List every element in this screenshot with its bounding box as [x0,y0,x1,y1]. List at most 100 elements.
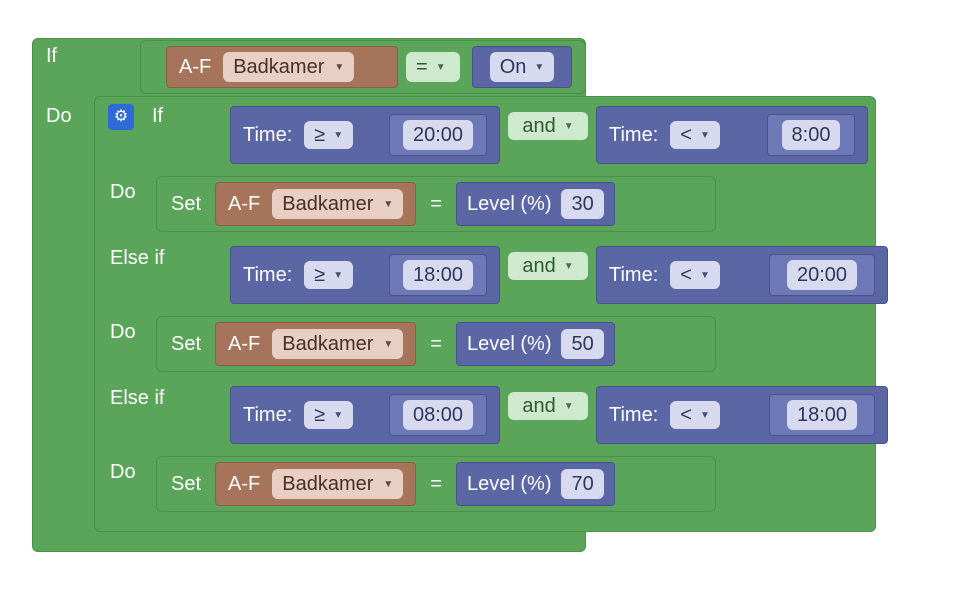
compare-operator-dropdown[interactable]: ≥ ▼ [304,401,354,429]
else-if-label: Else if [110,387,165,409]
dropdown-arrow-icon: ▼ [699,129,710,141]
compare-operator: < [680,123,692,146]
time-compare-left-0[interactable]: Time: ≥ ▼ 20:00 [230,106,500,164]
time-compare-right-1[interactable]: Time: < ▼ 20:00 [596,246,888,304]
compare-operator-dropdown[interactable]: ≥ ▼ [304,261,354,289]
level-value: 70 [571,472,594,495]
state-block[interactable]: On ▼ [472,46,572,88]
level-value: 50 [571,332,594,355]
time-value-block[interactable]: 8:00 [767,114,855,156]
dropdown-arrow-icon: ▼ [563,400,574,412]
time-value-field[interactable]: 20:00 [402,120,474,150]
time-compare-right-0[interactable]: Time: < ▼ 8:00 [596,106,868,164]
time-value-block[interactable]: 20:00 [769,254,875,296]
logic-join: and [522,394,556,417]
time-value-block[interactable]: 08:00 [389,394,487,436]
level-value-field[interactable]: 70 [561,469,604,499]
device-name: Badkamer [233,55,325,78]
dropdown-arrow-icon: ▼ [333,269,344,281]
compare-operator-dropdown[interactable]: ≥ ▼ [304,121,354,149]
level-block[interactable]: Level (%) 30 [456,182,615,226]
outer-do-label: Do [46,105,72,127]
set-block-2[interactable]: Set A-F Badkamer ▼ = Level (%) 70 [156,456,716,512]
time-label: Time: [243,124,293,146]
dropdown-arrow-icon: ▼ [699,269,710,281]
compare-operator: ≥ [314,403,326,426]
device-prefix: A-F [228,193,261,215]
level-value-field[interactable]: 30 [561,189,604,219]
dropdown-arrow-icon: ▼ [333,409,344,421]
compare-operator-dropdown[interactable]: < ▼ [670,261,720,289]
set-label: Set [171,473,202,495]
device-name-dropdown[interactable]: Badkamer ▼ [272,189,404,219]
compare-operator: < [680,263,692,286]
dropdown-arrow-icon: ▼ [563,260,574,272]
dropdown-arrow-icon: ▼ [563,120,574,132]
compare-operator: ≥ [314,123,326,146]
if-label: If [152,105,164,127]
time-value-field[interactable]: 8:00 [781,120,841,150]
dropdown-arrow-icon: ▼ [383,338,394,350]
logic-join-dropdown[interactable]: and ▼ [508,252,588,280]
device-prefix: A-F [228,473,261,495]
device-block[interactable]: A-F Badkamer ▼ [215,462,417,506]
device-block-top[interactable]: A-F Badkamer ▼ [166,46,398,88]
time-value: 18:00 [412,263,464,286]
operator-text: = [416,55,428,78]
dropdown-arrow-icon: ▼ [534,61,545,73]
device-block[interactable]: A-F Badkamer ▼ [215,322,417,366]
compare-operator-dropdown[interactable]: < ▼ [670,121,720,149]
time-value: 8:00 [791,123,831,146]
set-label: Set [171,193,202,215]
level-label: Level (%) [467,193,552,215]
time-value: 20:00 [796,263,848,286]
time-value-field[interactable]: 18:00 [786,400,858,430]
outer-if-label: If [46,45,58,67]
equals: = [430,473,442,495]
logic-join-dropdown[interactable]: and ▼ [508,112,588,140]
time-label: Time: [609,124,659,146]
level-label: Level (%) [467,473,552,495]
time-compare-left-1[interactable]: Time: ≥ ▼ 18:00 [230,246,500,304]
device-name-dropdown[interactable]: Badkamer ▼ [272,329,404,359]
dropdown-arrow-icon: ▼ [383,478,394,490]
time-compare-left-2[interactable]: Time: ≥ ▼ 08:00 [230,386,500,444]
device-name: Badkamer [282,192,374,215]
device-name: Badkamer [282,472,374,495]
device-name-dropdown[interactable]: Badkamer ▼ [272,469,404,499]
logic-join-dropdown[interactable]: and ▼ [508,392,588,420]
set-label: Set [171,333,202,355]
gear-icon[interactable]: ⚙ [108,104,134,130]
dropdown-arrow-icon: ▼ [435,61,446,73]
time-value-field[interactable]: 08:00 [402,400,474,430]
do-label: Do [110,461,136,483]
operator-dropdown[interactable]: = ▼ [406,52,460,82]
device-block[interactable]: A-F Badkamer ▼ [215,182,417,226]
equals: = [430,333,442,355]
level-label: Level (%) [467,333,552,355]
compare-operator: ≥ [314,263,326,286]
time-value-field[interactable]: 18:00 [402,260,474,290]
set-block-1[interactable]: Set A-F Badkamer ▼ = Level (%) 50 [156,316,716,372]
time-compare-right-2[interactable]: Time: < ▼ 18:00 [596,386,888,444]
level-block[interactable]: Level (%) 70 [456,462,615,506]
dropdown-arrow-icon: ▼ [383,198,394,210]
time-value-block[interactable]: 18:00 [769,394,875,436]
time-value-block[interactable]: 18:00 [389,254,487,296]
compare-operator-dropdown[interactable]: < ▼ [670,401,720,429]
compare-operator: < [680,403,692,426]
set-block-0[interactable]: Set A-F Badkamer ▼ = Level (%) 30 [156,176,716,232]
device-name-dropdown[interactable]: Badkamer ▼ [223,52,355,82]
state-dropdown[interactable]: On ▼ [489,52,555,82]
logic-join: and [522,254,556,277]
time-value-block[interactable]: 20:00 [389,114,487,156]
time-label: Time: [243,264,293,286]
level-block[interactable]: Level (%) 50 [456,322,615,366]
time-value-field[interactable]: 20:00 [786,260,858,290]
level-value-field[interactable]: 50 [561,329,604,359]
dropdown-arrow-icon: ▼ [334,61,345,73]
equals: = [430,193,442,215]
device-prefix: A-F [179,56,212,78]
time-label: Time: [609,264,659,286]
do-label: Do [110,181,136,203]
